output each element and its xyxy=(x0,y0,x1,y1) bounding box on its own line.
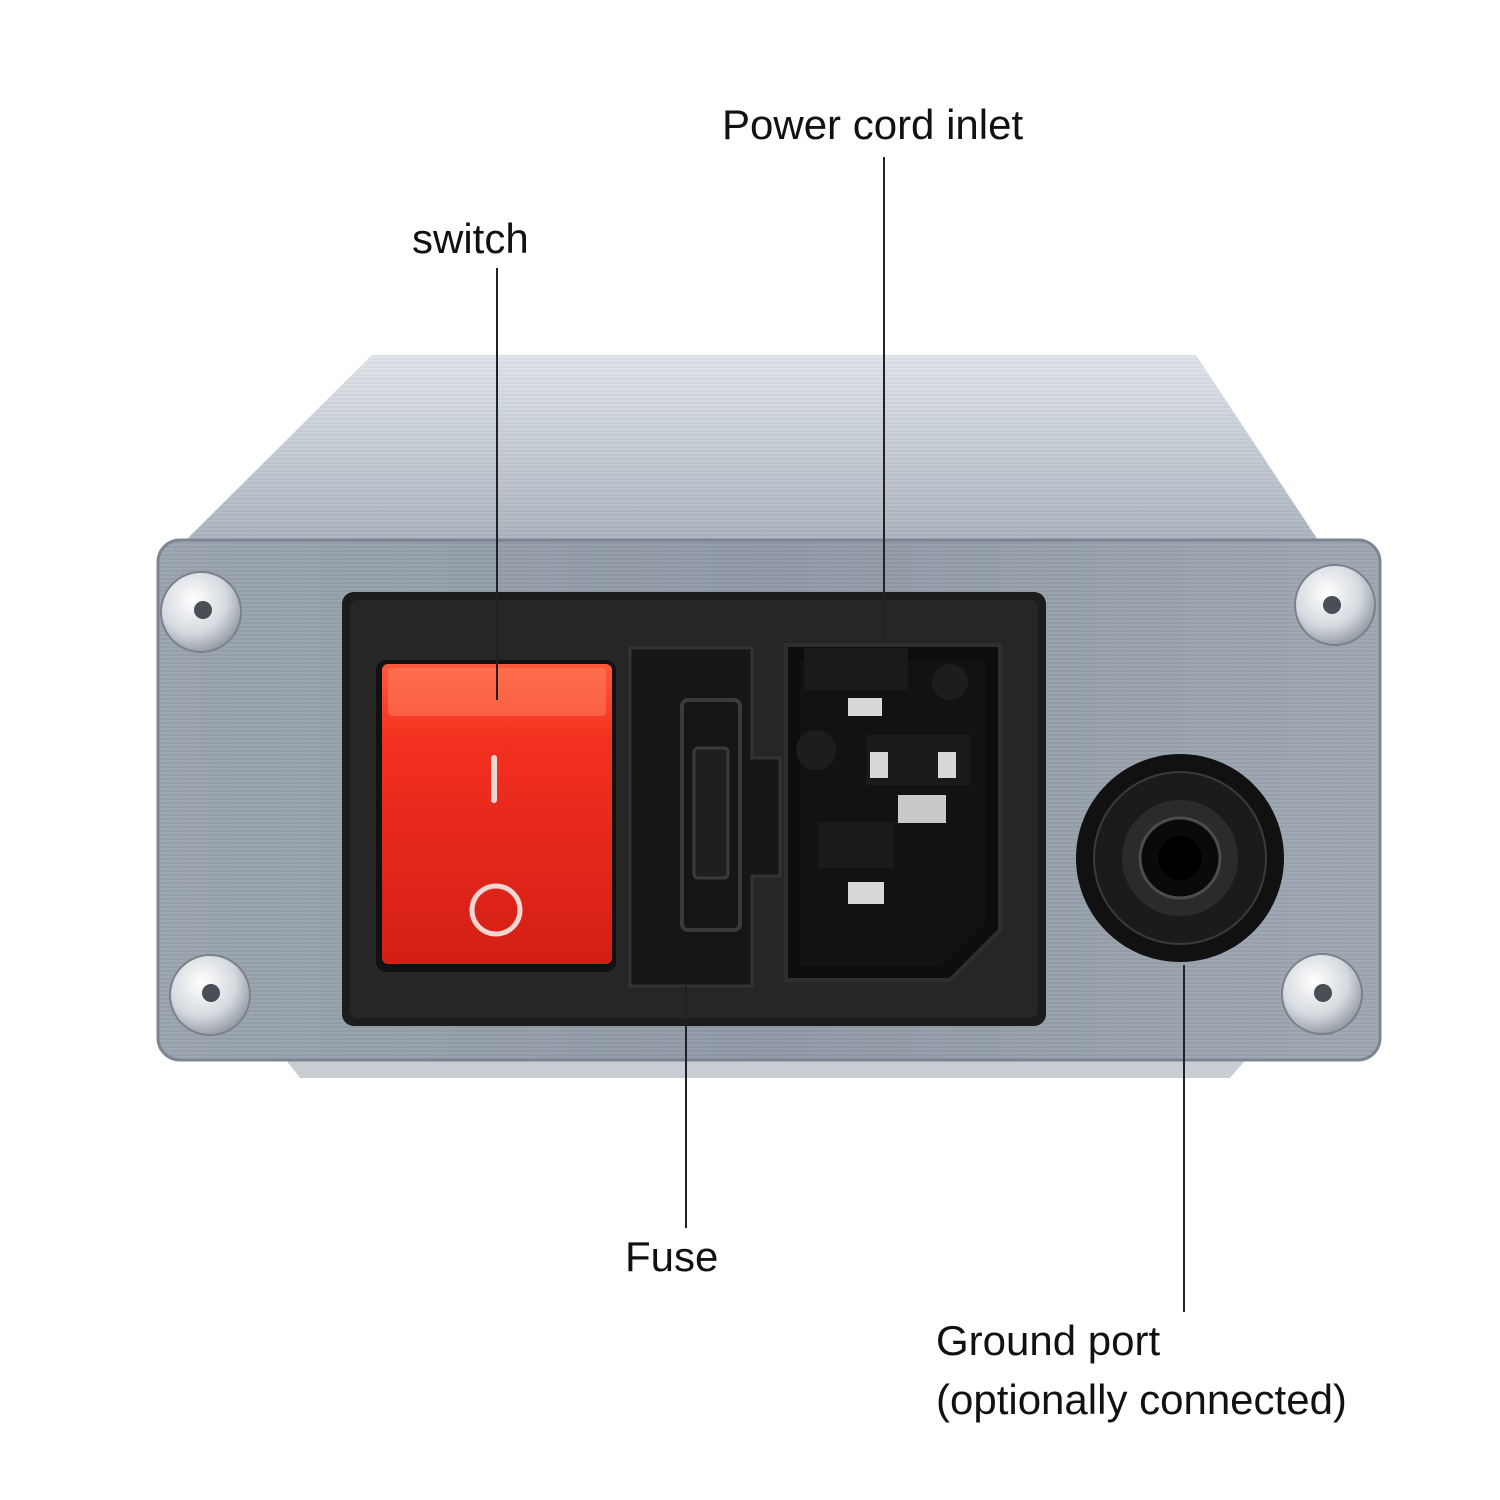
power-cord-inlet[interactable] xyxy=(784,643,1002,982)
power-cord-inlet-label: Power cord inlet xyxy=(722,101,1024,148)
screw-top-right-icon xyxy=(1294,564,1376,646)
leader-lines xyxy=(496,157,1185,1312)
screw-bottom-right-icon xyxy=(1281,953,1363,1035)
screw-top-left-icon xyxy=(160,571,242,653)
switch-label: switch xyxy=(412,215,529,262)
fuse-holder[interactable] xyxy=(628,646,782,988)
housing xyxy=(178,355,1318,1078)
ground-port-note: (optionally connected) xyxy=(936,1376,1347,1423)
ground-port-label: Ground port xyxy=(936,1317,1161,1364)
fuse-label: Fuse xyxy=(625,1233,719,1280)
rocker-switch[interactable] xyxy=(376,660,616,972)
screw-bottom-left-icon xyxy=(169,954,251,1036)
ground-port[interactable] xyxy=(1076,754,1284,962)
